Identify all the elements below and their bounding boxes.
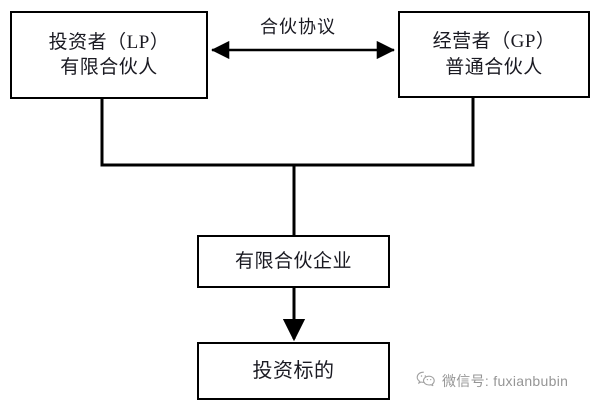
node-investor-lp-line2: 有限合伙人 <box>60 57 158 78</box>
node-manager-gp[interactable]: 经营者（GP） 普通合伙人 <box>398 11 590 98</box>
node-investment-target-label: 投资标的 <box>252 359 335 382</box>
node-manager-gp-line1: 经营者（GP） <box>432 31 556 53</box>
node-manager-gp-line2: 普通合伙人 <box>445 56 543 78</box>
node-limited-partnership-label: 有限合伙企业 <box>234 250 352 272</box>
node-investment-target[interactable]: 投资标的 <box>197 342 390 400</box>
edge-bracket-to-partnership <box>100 98 475 167</box>
watermark-text: 微信号: fuxianbubin <box>442 373 569 389</box>
watermark: 微信号: fuxianbubin <box>416 371 568 391</box>
node-limited-partnership[interactable]: 有限合伙企业 <box>197 235 390 288</box>
node-investor-lp-line1: 投资者（LP） <box>48 31 170 53</box>
node-investor-lp[interactable]: 投资者（LP） 有限合伙人 <box>10 11 208 99</box>
wechat-icon <box>416 371 436 391</box>
edge-label-partnership-agreement: 合伙协议 <box>260 17 336 37</box>
